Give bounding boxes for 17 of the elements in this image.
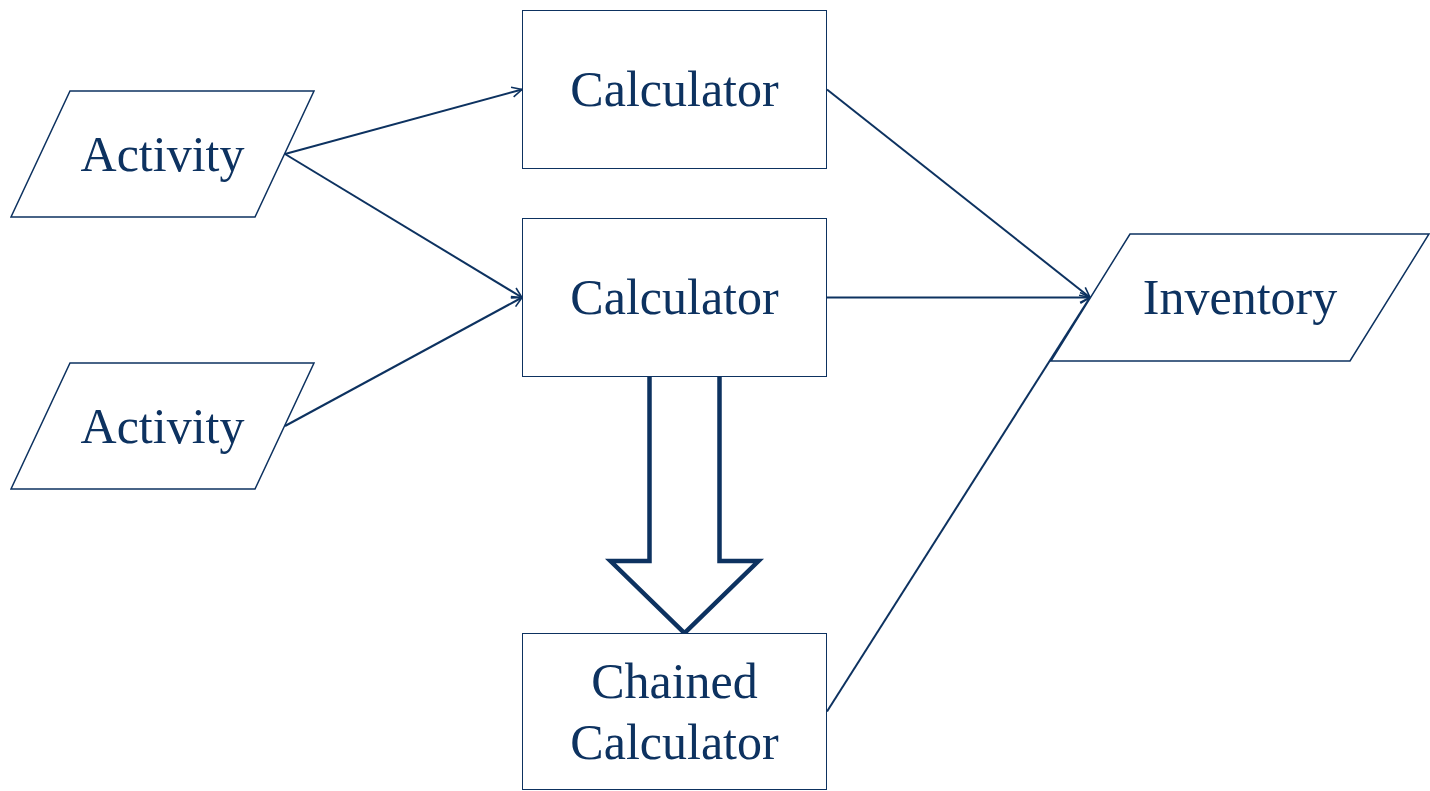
process-box: [522, 218, 827, 377]
node-label: Activity: [79, 124, 246, 184]
node-label: Activity: [79, 396, 246, 456]
process-box: [522, 10, 827, 169]
node-label: Inventory: [1141, 268, 1339, 327]
node-label: Chained Calculator: [569, 651, 780, 772]
data-parallelogram: [1050, 233, 1430, 362]
node-label: Calculator: [569, 268, 780, 327]
arrow: [826, 291, 1091, 304]
arrow: [284, 86, 523, 155]
process-box: [522, 633, 827, 790]
data-parallelogram: [10, 362, 315, 490]
arrow: [826, 88, 1091, 299]
arrow: [284, 296, 523, 427]
arrow: [284, 153, 523, 299]
data-parallelogram: [10, 90, 315, 218]
node-label: Calculator: [569, 60, 780, 119]
